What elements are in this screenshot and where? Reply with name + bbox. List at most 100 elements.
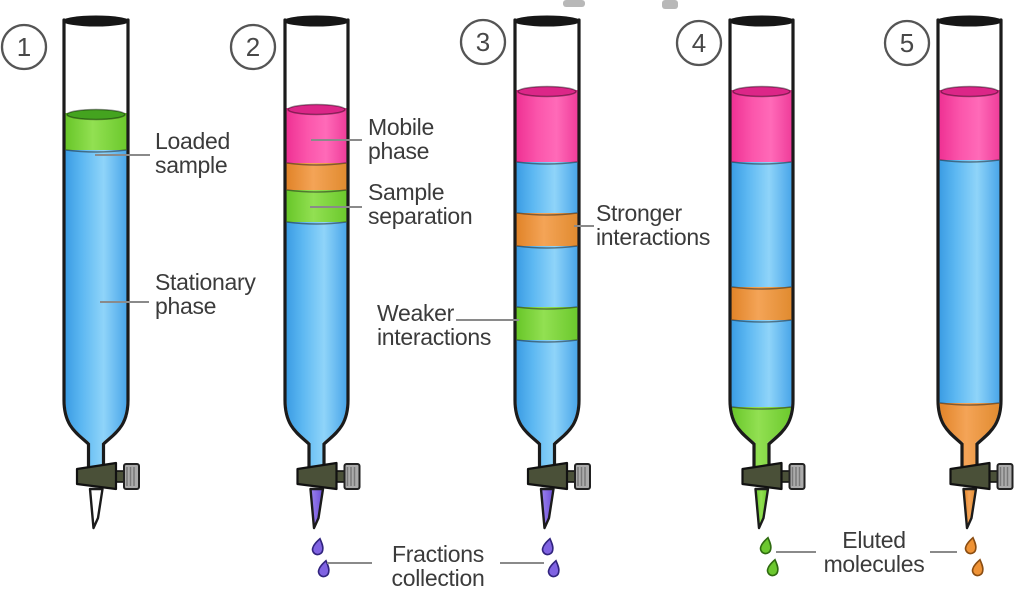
label-loaded-sample: Loaded sample xyxy=(155,129,230,177)
tube-outline xyxy=(513,18,581,469)
band-boundary xyxy=(286,162,347,166)
label-line: Weaker xyxy=(377,300,455,326)
column-4: 4 xyxy=(675,15,806,577)
droplet xyxy=(971,558,984,577)
band-blue xyxy=(65,150,127,466)
band-pink xyxy=(939,90,1000,160)
step-badge xyxy=(0,23,48,71)
tube-rim xyxy=(283,15,350,27)
step-number: 5 xyxy=(900,28,914,58)
band-boundary xyxy=(939,159,1000,163)
label-line: Eluted xyxy=(842,527,906,553)
column-1: 1 xyxy=(0,15,140,530)
tube-outline xyxy=(728,18,795,469)
step-number: 2 xyxy=(246,32,260,62)
liquid-surface xyxy=(66,108,126,121)
liquid-surface xyxy=(287,103,346,116)
stopcock-body xyxy=(296,461,338,491)
tube-rim xyxy=(62,15,130,27)
stopcock-body xyxy=(526,461,569,491)
step-badge xyxy=(675,19,723,67)
outlet-tip xyxy=(539,487,555,530)
label-line: molecules xyxy=(823,551,925,577)
label-line: Sample xyxy=(368,179,445,205)
outlet-tip xyxy=(309,487,325,530)
label-mobile-phase: Mobile phase xyxy=(368,115,434,163)
band-boundary xyxy=(516,339,578,343)
tube-rim xyxy=(936,15,1003,27)
stopcock-body xyxy=(75,461,118,491)
band-orange xyxy=(731,287,792,320)
droplet xyxy=(759,536,772,555)
column-2: 2 xyxy=(229,15,361,578)
stopcock-valve xyxy=(75,461,140,491)
label-line: separation xyxy=(368,203,473,229)
band-boundary xyxy=(65,149,127,153)
band-orange xyxy=(286,163,347,190)
label-line: Stationary xyxy=(155,269,256,295)
band-boundary xyxy=(286,221,347,225)
droplet xyxy=(541,537,554,556)
band-blue xyxy=(286,222,347,466)
stopcock-valve xyxy=(526,461,591,491)
band-orange xyxy=(939,403,1000,466)
label-eluted-molecules: Eluted molecules xyxy=(812,528,936,576)
tube-rim xyxy=(728,15,795,27)
band-pink xyxy=(516,90,578,162)
liquid-surface xyxy=(732,85,791,98)
stopcock-valve xyxy=(949,461,1014,491)
label-stronger-interactions: Stronger interactions xyxy=(596,201,710,249)
stopcock-valve xyxy=(741,461,806,491)
tube-rim xyxy=(513,15,581,27)
step-number: 4 xyxy=(692,28,706,58)
tube-outline xyxy=(62,18,130,469)
band-blue xyxy=(731,162,792,287)
band-blue xyxy=(731,320,792,407)
band-blue xyxy=(516,340,578,466)
cropped-title-remnant xyxy=(662,0,678,9)
label-line: Fractions xyxy=(392,541,484,567)
step-badge xyxy=(883,19,931,67)
band-boundary xyxy=(731,286,792,290)
step-badge xyxy=(229,23,277,71)
band-blue xyxy=(939,160,1000,403)
droplet xyxy=(766,558,779,577)
droplet xyxy=(964,536,977,555)
label-line: Stronger xyxy=(596,200,682,226)
band-green xyxy=(516,307,578,340)
label-line: Mobile xyxy=(368,114,434,140)
step-badge xyxy=(459,18,507,66)
band-pink xyxy=(731,90,792,162)
label-line: phase xyxy=(155,293,217,319)
droplet xyxy=(547,559,560,578)
liquid-surface xyxy=(517,85,577,98)
band-orange xyxy=(516,213,578,246)
band-boundary xyxy=(731,406,792,410)
column-3: 3 xyxy=(459,15,591,578)
label-sample-separation: Sample separation xyxy=(368,179,473,229)
label-weaker-interactions: Weaker interactions xyxy=(377,301,491,349)
label-line: interactions xyxy=(377,324,492,350)
liquid-surface xyxy=(940,85,999,98)
tube-outline xyxy=(283,18,350,469)
label-line: phase xyxy=(368,138,430,164)
outlet-tip xyxy=(88,487,104,530)
band-blue xyxy=(516,246,578,307)
label-stationary-phase: Stationary phase xyxy=(155,270,256,318)
cropped-title-remnant xyxy=(563,0,585,7)
band-boundary xyxy=(516,245,578,249)
tube-outline xyxy=(936,18,1003,469)
band-blue xyxy=(516,162,578,213)
step-number: 1 xyxy=(17,32,31,62)
band-boundary xyxy=(939,402,1000,406)
label-fractions-collection: Fractions collection xyxy=(374,542,502,590)
outlet-tip xyxy=(962,487,978,530)
band-boundary xyxy=(516,306,578,310)
band-green xyxy=(731,407,792,466)
band-boundary xyxy=(731,319,792,323)
band-boundary xyxy=(516,161,578,165)
label-line: collection xyxy=(391,565,485,591)
label-line: sample xyxy=(155,152,228,178)
